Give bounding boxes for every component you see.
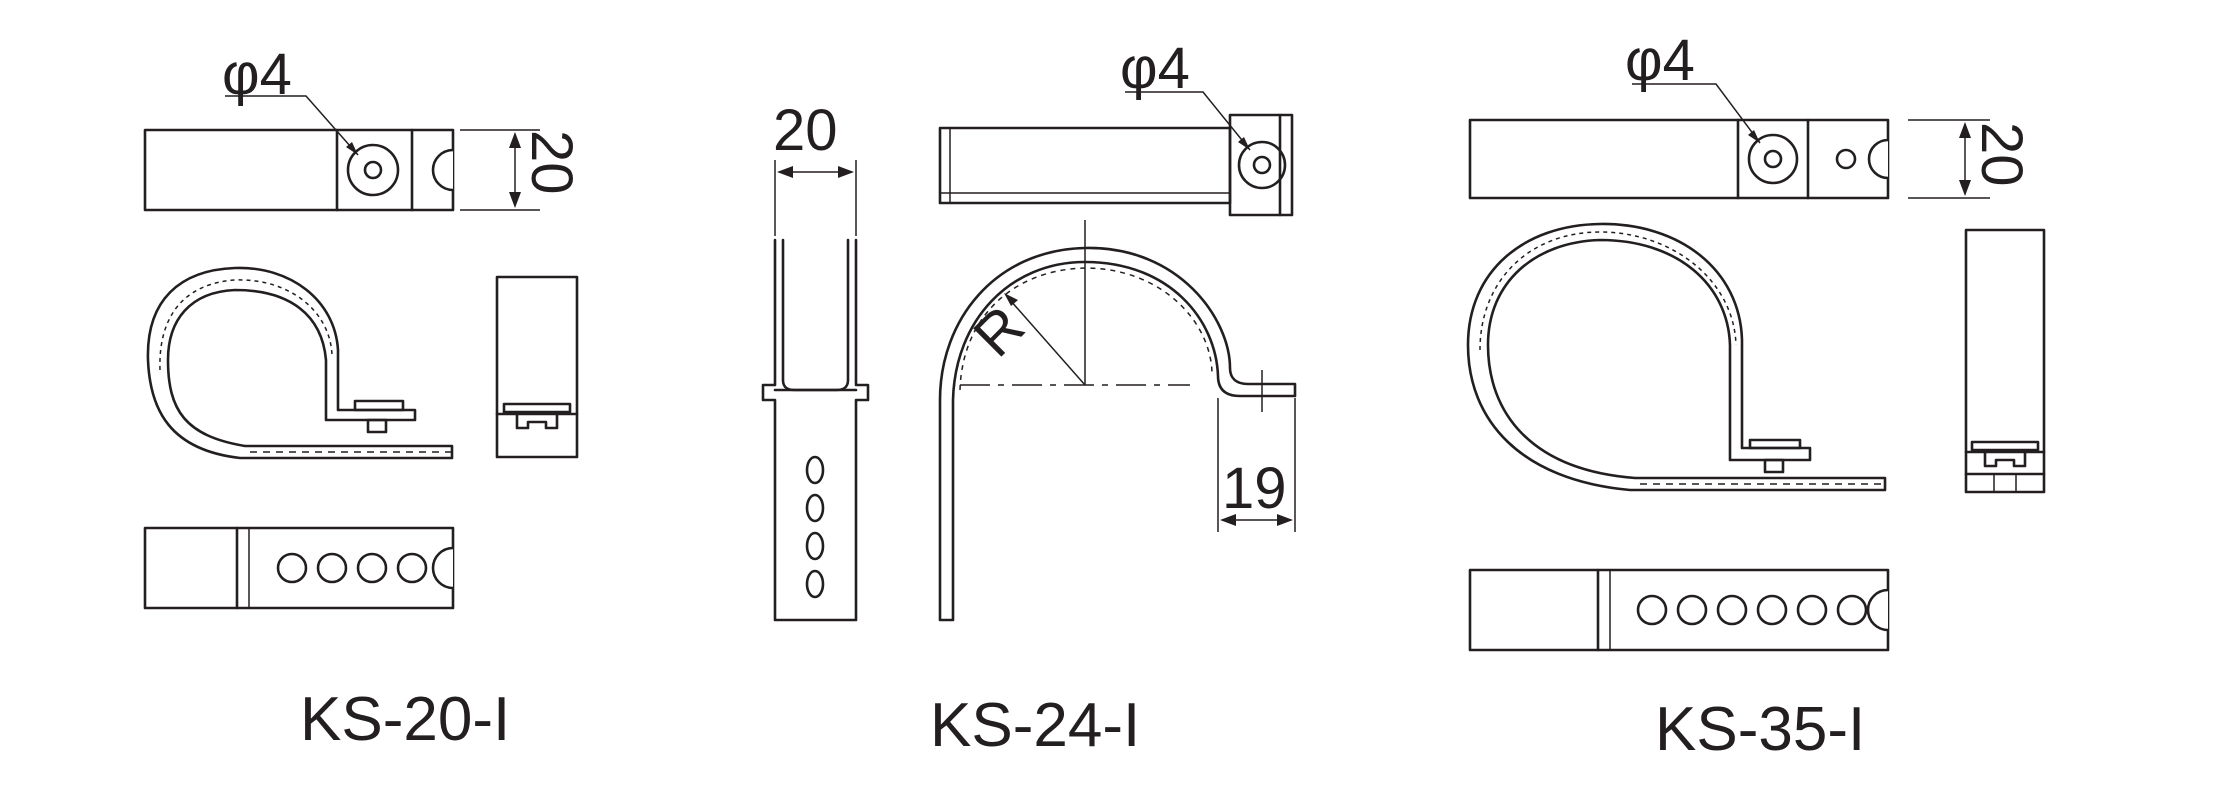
ks20-slot-hole	[356, 552, 388, 584]
ks20-slot-row	[276, 552, 428, 584]
ks35-width-label: 20	[1969, 122, 2034, 187]
ks35-slot-hole	[1796, 594, 1828, 626]
ks35-hole-secondary-icon	[1835, 148, 1857, 170]
ks24-hole-label: φ4	[1120, 36, 1190, 101]
ks35-end-view	[1964, 228, 2046, 494]
ks35-slot-hole	[1716, 594, 1748, 626]
ks35-hole-icon	[1763, 149, 1783, 169]
ks24-radius-label: R	[961, 294, 1037, 370]
ks35-model-label: KS-35-I	[1655, 695, 1865, 764]
ks35-slot-row	[1636, 594, 1868, 626]
ks24-edge-view: 20	[761, 98, 870, 622]
part-ks-24-i: 20 φ4 R	[761, 36, 1297, 760]
ks24-hole-ring-icon	[1237, 140, 1287, 190]
ks35-slot-hole	[1836, 594, 1868, 626]
ks24-model-label: KS-24-I	[930, 691, 1140, 760]
ks20-slot-hole	[276, 552, 308, 584]
ks35-slot-hole	[1676, 594, 1708, 626]
ks20-hole-ring-icon	[346, 143, 400, 197]
ks20-end-view	[495, 275, 579, 459]
ks24-width-label: 20	[773, 98, 838, 163]
ks35-hole-label: φ4	[1625, 28, 1695, 93]
ks24-slot-hole	[805, 493, 825, 523]
part-ks-35-i: φ4 20	[1466, 28, 2046, 764]
ks20-hole-label: φ4	[222, 42, 292, 107]
ks35-top-view: φ4 20	[1468, 28, 2034, 200]
ks20-top-view: φ4 20	[143, 42, 584, 212]
ks24-slot-hole	[805, 455, 825, 485]
ks20-width-label: 20	[519, 130, 584, 195]
ks20-slot-hole	[396, 552, 428, 584]
ks35-slot-hole	[1756, 594, 1788, 626]
ks24-arch-view: R 19	[938, 220, 1297, 622]
ks35-side-view	[1466, 222, 1887, 492]
ks20-hole-icon	[363, 160, 383, 180]
ks20-side-view	[146, 266, 454, 460]
ks24-hole-icon	[1252, 155, 1272, 175]
ks20-bottom-view	[143, 526, 455, 610]
ks35-hole-ring-icon	[1747, 133, 1799, 185]
ks24-top-view: φ4	[938, 36, 1294, 217]
ks20-slot-hole	[316, 552, 348, 584]
ks24-slot-hole	[805, 569, 825, 599]
part-ks-20-i: φ4 20	[143, 42, 584, 754]
ks24-slot-column	[805, 455, 825, 599]
ks35-slot-hole	[1636, 594, 1668, 626]
ks20-model-label: KS-20-I	[300, 685, 510, 754]
ks24-slot-hole	[805, 531, 825, 561]
ks24-flange-label: 19	[1222, 456, 1287, 521]
ks35-bottom-view	[1468, 568, 1890, 652]
